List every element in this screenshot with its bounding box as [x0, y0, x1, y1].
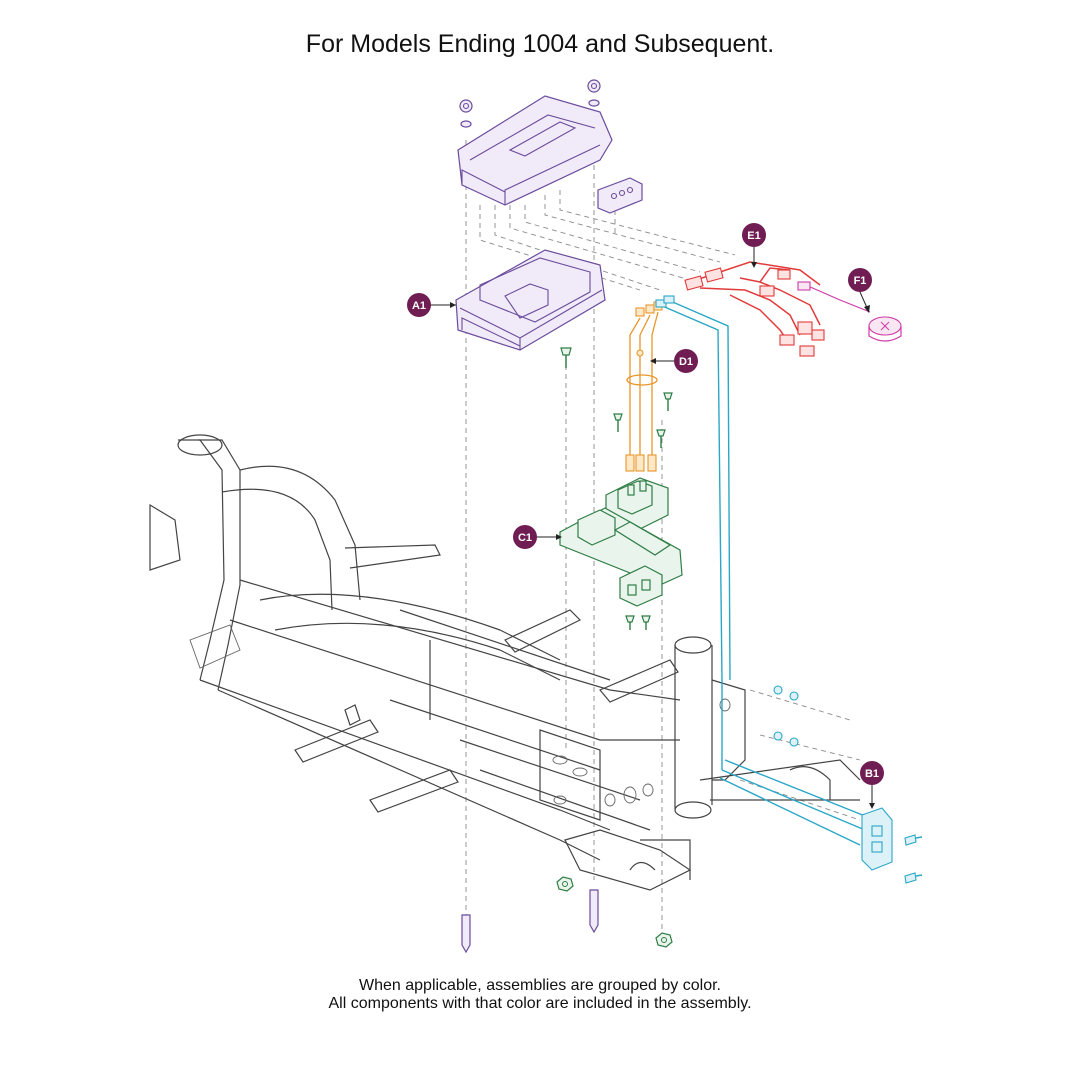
controller-mount-screw: [560, 347, 572, 368]
callout-b1-label: B1: [865, 768, 879, 780]
callout-f1-label: F1: [854, 275, 867, 287]
callout-c1: C1: [513, 525, 562, 549]
callout-d1: D1: [650, 349, 698, 373]
charger-port-harness: [655, 295, 923, 884]
callout-e1-label: E1: [747, 230, 760, 242]
controller-module: [455, 249, 606, 351]
callout-c1-label: C1: [518, 532, 532, 544]
callout-b1: B1: [860, 761, 884, 809]
callout-f1: F1: [848, 268, 872, 313]
motor-cable-set: [625, 301, 663, 472]
footer-note-line1: When applicable, assemblies are grouped …: [359, 977, 721, 994]
bottom-hardware: [461, 876, 673, 954]
callout-e1: E1: [742, 223, 766, 268]
footer-note-line2: All components with that color are inclu…: [328, 995, 752, 1012]
wiring-harness: [684, 261, 825, 357]
controller-cover: [457, 79, 613, 206]
callout-a1: A1: [407, 293, 456, 317]
callout-d1-label: D1: [679, 356, 693, 368]
buzzer-assembly: [797, 281, 902, 342]
chassis-frame: [149, 434, 861, 891]
connector-bracket-assembly: [559, 477, 683, 630]
screws-d1-area: [613, 392, 673, 448]
callout-a1-label: A1: [412, 300, 426, 312]
page-title: For Models Ending 1004 and Subsequent.: [305, 30, 775, 58]
control-module-plug: [597, 177, 643, 214]
